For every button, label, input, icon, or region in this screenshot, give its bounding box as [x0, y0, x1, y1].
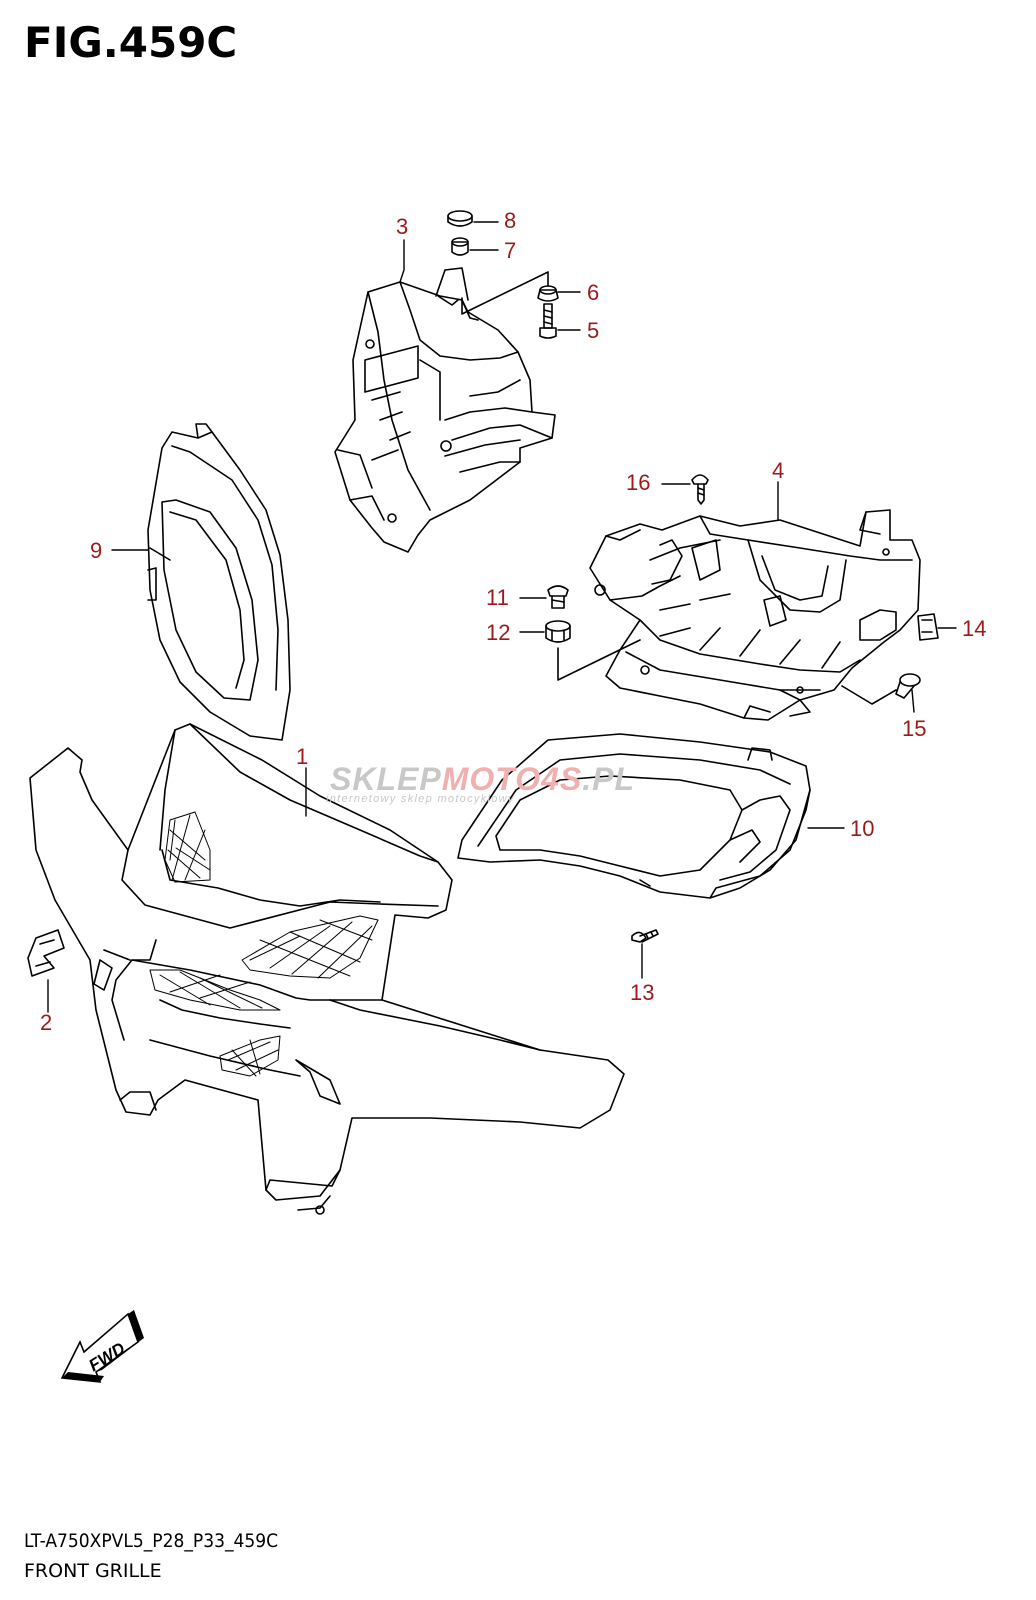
- callout-6: 6: [587, 280, 599, 305]
- callout-13: 13: [630, 980, 654, 1005]
- svg-text:SKLEPMOTO4S.PL: SKLEPMOTO4S.PL: [330, 761, 635, 797]
- part-15-clip: [895, 673, 921, 699]
- callout-3: 3: [396, 214, 408, 239]
- callout-7: 7: [504, 238, 516, 263]
- watermark: SKLEPMOTO4S.PL internetowy sklep motocyk…: [326, 761, 635, 805]
- callout-14: 14: [962, 616, 986, 641]
- watermark-brand-a: SKLEP: [330, 761, 442, 797]
- leader-lines: [47, 221, 957, 1013]
- callout-16: 16: [626, 470, 650, 495]
- part-4-bracket-frame: [589, 509, 921, 721]
- part-7-collar: [451, 237, 469, 256]
- callout-5: 5: [587, 318, 599, 343]
- part-3-upper-bracket: [334, 267, 556, 553]
- figure-title: FIG.459C: [24, 18, 238, 67]
- callout-2: 2: [40, 1010, 52, 1035]
- part-16-screw: [691, 474, 709, 505]
- callout-9: 9: [90, 538, 102, 563]
- callout-10: 10: [850, 816, 874, 841]
- watermark-brand-c: 4S: [540, 761, 582, 797]
- watermark-tagline: internetowy sklep motocyklowy: [326, 793, 515, 805]
- part-14-clip: [917, 613, 939, 641]
- part-1-front-grille: [29, 723, 625, 1215]
- callout-4: 4: [772, 458, 784, 483]
- fwd-arrow-icon: FWD: [60, 1310, 144, 1383]
- part-13-screw: [631, 929, 659, 943]
- part-8-grommet: [447, 210, 473, 227]
- part-2-emblem: [27, 929, 65, 977]
- watermark-brand-b: MOTO: [442, 761, 541, 797]
- part-6-nut: [537, 285, 559, 302]
- part-5-bolt: [539, 303, 557, 339]
- callout-1: 1: [296, 744, 308, 769]
- part-10-right-grille-frame: [457, 733, 811, 899]
- part-9-left-grille-frame: [147, 423, 291, 741]
- part-11-bolt: [547, 585, 569, 609]
- diagram-subtitle: FRONT GRILLE: [24, 1560, 162, 1582]
- callout-11: 11: [486, 585, 509, 610]
- callout-15: 15: [902, 716, 926, 741]
- model-code: LT-A750XPVL5_P28_P33_459C: [24, 1530, 279, 1552]
- callout-group: 1 2 3 4 5 6 7 8 9 10 11 12 13 14 15 16: [40, 208, 986, 1035]
- watermark-brand-d: .PL: [582, 761, 635, 797]
- callout-12: 12: [486, 620, 510, 645]
- callout-8: 8: [504, 208, 516, 233]
- part-12-grommet: [545, 620, 571, 643]
